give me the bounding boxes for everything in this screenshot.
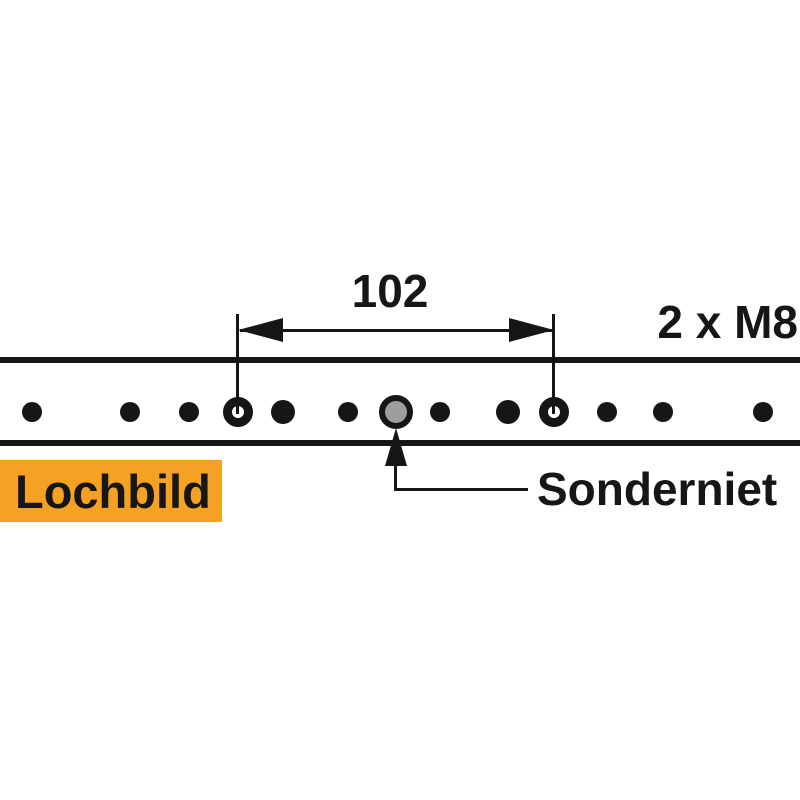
extension-line-right — [552, 314, 555, 414]
extension-line-left — [236, 314, 239, 414]
dimension-arrowhead-left-icon — [238, 318, 283, 342]
callout-arrow-shaft — [394, 458, 397, 491]
plain-hole — [653, 402, 673, 422]
dimension-arrowhead-right-icon — [509, 318, 554, 342]
plain-hole — [271, 400, 295, 424]
thread-spec-label: 2 x M8 — [657, 296, 798, 348]
dimension-value-label: 102 — [351, 265, 429, 317]
dimension-line — [240, 329, 552, 332]
callout-leader-line — [394, 488, 528, 491]
plain-hole — [430, 402, 450, 422]
plain-hole — [120, 402, 140, 422]
plain-hole — [753, 402, 773, 422]
rail-top-edge — [0, 357, 800, 363]
sonderniet-label: Sonderniet — [537, 463, 778, 515]
plain-hole — [338, 402, 358, 422]
lochbild-badge: Lochbild — [0, 460, 222, 522]
plain-hole — [22, 402, 42, 422]
plain-hole — [496, 400, 520, 424]
plain-hole — [597, 402, 617, 422]
lochbild-label: Lochbild — [15, 464, 211, 518]
rivet-hole — [379, 395, 413, 429]
plain-hole — [179, 402, 199, 422]
callout-arrow-up-icon — [385, 428, 407, 466]
